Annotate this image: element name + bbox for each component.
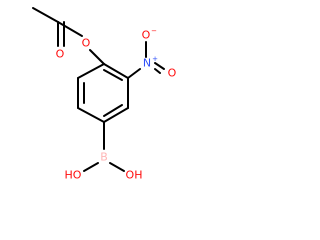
bond-nitro-o-right: [154, 68, 161, 74]
bond-nitro-o-right-2: [154, 62, 165, 70]
bond-ester-o-ring: [89, 49, 105, 65]
atom-nitro-o-top: O: [142, 29, 151, 42]
bond-ring-1: [103, 63, 129, 79]
bond-ring-4: [77, 107, 105, 123]
atom-ester-o: O: [82, 37, 91, 50]
atom-nitro-o-top-charge: −: [151, 27, 157, 35]
bond-boron-oh-right: [109, 162, 125, 172]
atom-carbonyl-o: O: [56, 48, 65, 61]
atom-boron: B: [100, 151, 108, 164]
atom-nitro-o-right: O: [168, 67, 177, 80]
bond-ring-6: [77, 63, 105, 79]
bond-ring-nitro: [127, 68, 141, 79]
atom-oh-right: OH: [126, 169, 143, 182]
atom-nitro-n: N: [143, 57, 151, 70]
bond-ring-3: [103, 107, 129, 123]
molecule-svg: O O O − N + O B HO OH: [32, 7, 177, 182]
bond-ring-inner-2: [103, 104, 123, 117]
molecule-diagram: O O O − N + O B HO OH: [32, 7, 177, 182]
bond-boron-oh-left: [83, 162, 99, 172]
atom-oh-left: HO: [65, 169, 82, 182]
bond-ring-inner-1: [103, 69, 123, 81]
bond-carbonyl-ester-o: [57, 21, 83, 37]
bond-methyl-carbonyl: [32, 7, 59, 23]
atom-nitro-n-charge: +: [152, 55, 158, 63]
